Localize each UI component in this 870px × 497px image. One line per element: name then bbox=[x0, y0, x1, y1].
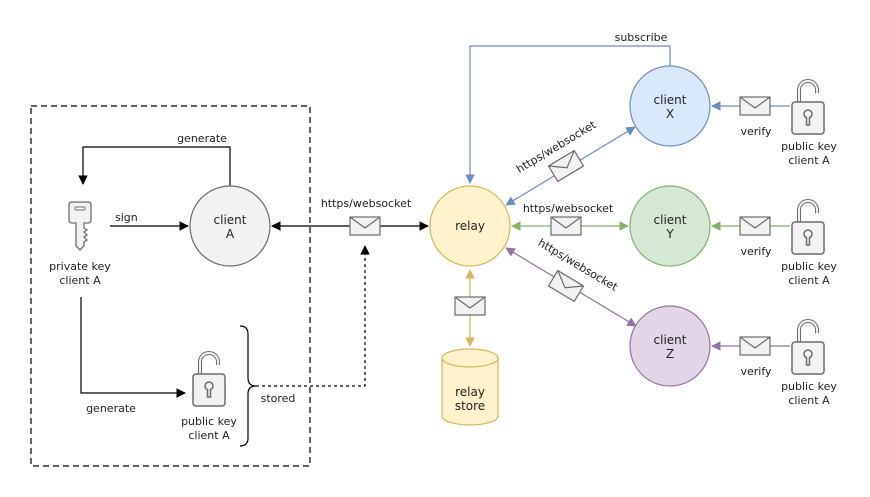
envelope-icon bbox=[550, 216, 582, 236]
generate-top-label: generate bbox=[177, 132, 227, 145]
verify-y-label: verify bbox=[740, 245, 772, 258]
https-a-label: https/websocket bbox=[321, 197, 412, 210]
client-y-label-line2: Y bbox=[665, 227, 674, 241]
pubkey-z-label-line2: client A bbox=[788, 394, 830, 407]
client-a-circle[interactable] bbox=[189, 185, 271, 267]
client-x-label-line1: client bbox=[654, 93, 687, 107]
private-key-label-line2: client A bbox=[59, 274, 101, 287]
client-z-node[interactable]: client Z bbox=[629, 305, 711, 387]
relay-store-top bbox=[441, 348, 499, 368]
stored-label: stored bbox=[261, 392, 296, 405]
client-z-label-line2: Z bbox=[666, 347, 674, 361]
padlock-icon bbox=[790, 79, 826, 136]
relay-circle[interactable] bbox=[429, 185, 511, 267]
envelope-icon bbox=[547, 269, 585, 303]
generate-bottom-label: generate bbox=[86, 402, 136, 415]
client-a-node[interactable]: client A bbox=[189, 185, 271, 267]
relay-store-body[interactable] bbox=[441, 358, 499, 426]
pubkey-y-label-line1: public key bbox=[781, 260, 837, 273]
envelope-icon bbox=[739, 336, 771, 356]
sign-label: sign bbox=[115, 211, 138, 224]
client-a-label-line2: A bbox=[226, 227, 235, 241]
client-x-node[interactable]: client X bbox=[629, 65, 711, 147]
subscribe-edge bbox=[465, 45, 671, 184]
pubkey-x-label-line2: client A bbox=[788, 154, 830, 167]
envelope-icon bbox=[739, 96, 771, 116]
stored-brace bbox=[239, 325, 257, 447]
relay-label: relay bbox=[455, 219, 485, 233]
verify-z-label: verify bbox=[740, 365, 772, 378]
client-x-circle[interactable] bbox=[629, 65, 711, 147]
relay-store-label-line1: relay bbox=[455, 385, 485, 399]
pubkey-z-label-line1: public key bbox=[781, 380, 837, 393]
private-key-label-line1: private key bbox=[49, 260, 111, 273]
relay-store-label-line2: store bbox=[455, 399, 485, 413]
https-y-label: https/websocket bbox=[523, 202, 614, 215]
generate-top-edge bbox=[78, 146, 231, 186]
padlock-icon bbox=[790, 319, 826, 376]
client-y-circle[interactable] bbox=[629, 185, 711, 267]
stored-edge bbox=[256, 245, 370, 387]
pubkey-x-label-line1: public key bbox=[781, 140, 837, 153]
client-x-label-line2: X bbox=[666, 107, 674, 121]
client-z-circle[interactable] bbox=[629, 305, 711, 387]
client-a-label-line1: client bbox=[214, 213, 247, 227]
envelope-icon bbox=[349, 216, 381, 236]
pubkey-y-label-line2: client A bbox=[788, 274, 830, 287]
verify-x-label: verify bbox=[740, 125, 772, 138]
generate-bottom-edge bbox=[80, 297, 186, 398]
envelope-icon bbox=[739, 216, 771, 236]
envelope-icon bbox=[454, 296, 486, 316]
client-y-node[interactable]: client Y bbox=[629, 185, 711, 267]
client-z-label-line1: client bbox=[654, 333, 687, 347]
public-key-a-label-line2: client A bbox=[188, 429, 230, 442]
key-icon bbox=[68, 201, 92, 251]
public-key-a-label-line1: public key bbox=[181, 415, 237, 428]
relay-node[interactable]: relay bbox=[429, 185, 511, 267]
subscribe-label: subscribe bbox=[615, 31, 668, 44]
padlock-icon bbox=[790, 199, 826, 256]
relay-store-node[interactable]: relay store bbox=[441, 348, 499, 426]
client-y-label-line1: client bbox=[654, 213, 687, 227]
padlock-icon bbox=[191, 351, 227, 408]
